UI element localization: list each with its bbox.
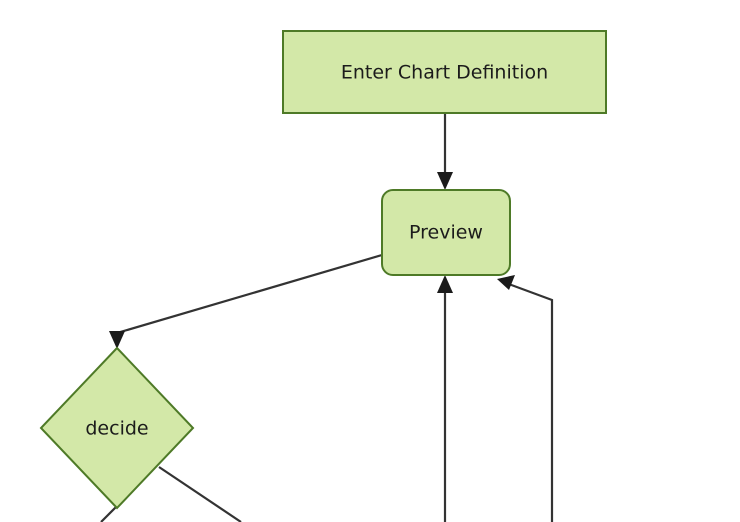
edge-bottom-right-to-preview-line [505,281,554,522]
edge-preview-to-decide-line [115,253,383,340]
edge-decide-to-bottom-left-line [100,505,118,522]
arrow-head-icon [497,275,515,290]
node-decide-shape [39,346,195,510]
node-layer: Enter Chart Definition Preview decide [39,30,607,510]
edge-decide-to-bottom-left[interactable] [100,505,118,522]
node-decide[interactable]: decide [39,346,195,510]
arrow-head-icon [437,172,453,190]
edge-decide-to-bottom-right-line [158,466,242,522]
edge-bottom-center-to-preview[interactable] [437,275,453,522]
node-enter-chart-definition[interactable]: Enter Chart Definition [282,30,607,114]
edge-layer [100,113,554,522]
node-preview[interactable]: Preview [381,189,511,276]
node-enter-chart-definition-shape [282,30,607,114]
edge-decide-to-bottom-right[interactable] [158,466,242,522]
edge-preview-to-decide[interactable] [109,253,383,349]
node-preview-shape [381,189,511,276]
edge-enter-to-preview[interactable] [437,113,453,190]
edge-bottom-right-to-preview[interactable] [497,275,554,522]
arrow-head-icon [109,331,125,349]
arrow-head-icon [437,275,453,293]
